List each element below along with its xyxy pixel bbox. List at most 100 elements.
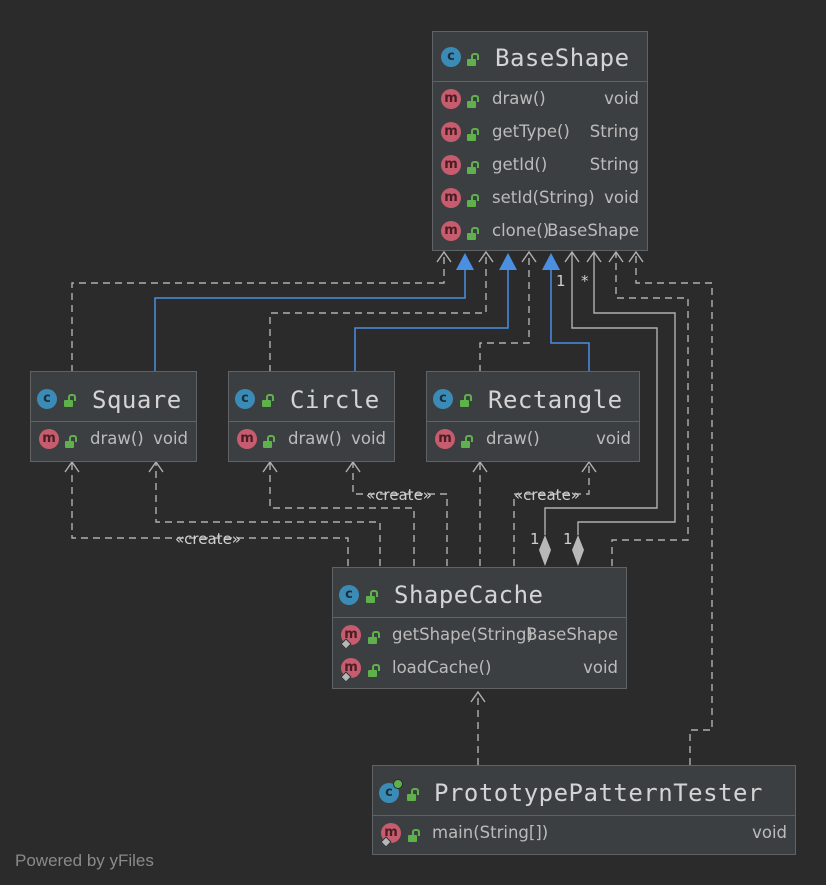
class-header: c BaseShape [433,32,647,82]
class-name: Circle [290,386,380,414]
public-lock-icon [368,664,380,677]
class-member[interactable]: m clone() BaseShape [433,214,647,247]
member-type: void [596,429,631,448]
public-lock-icon [366,590,378,603]
edge-shapecache-circle-dependency [269,462,415,566]
member-name: getId() [492,155,548,174]
edge-rectangle-baseshape-dependency [479,252,530,372]
method-icon: m [441,155,461,175]
class-icon: c [235,389,255,409]
method-icon: m [39,429,59,449]
method-icon: m [237,429,257,449]
composition-diamond [539,535,551,566]
public-lock-icon [467,128,479,141]
multiplicity-label: 1 [556,272,566,290]
member-name: loadCache() [392,658,492,677]
class-name: BaseShape [495,44,630,72]
public-lock-icon [461,435,473,448]
public-lock-icon [262,394,274,407]
edge-circle-baseshape-inheritance [354,270,509,372]
class-prototypepatterntester[interactable]: c PrototypePatternTester m main(String[]… [372,765,796,855]
member-name: setId(String) [492,188,595,207]
class-header: c Circle [229,372,394,422]
member-type: String [589,122,639,141]
class-member[interactable]: m draw() void [31,422,196,455]
member-type: void [583,658,618,677]
edge-shapecache-circle-create [352,462,448,566]
edge-label-create: «create» [175,530,241,548]
class-header: c Rectangle [427,372,639,422]
member-name: main(String[]) [432,823,549,842]
multiplicity-label: 1 [530,530,540,548]
public-lock-icon [64,394,76,407]
class-name: Rectangle [488,386,623,414]
member-type: BaseShape [547,221,639,240]
member-type: String [589,155,639,174]
member-name: clone() [492,221,550,240]
class-icon: c [339,585,359,605]
public-lock-icon [460,394,472,407]
edge-label-create: «create» [366,486,432,504]
class-member[interactable]: m getShape(String) BaseShape [333,618,626,651]
class-icon: c [441,47,461,67]
inheritance-arrowhead [542,253,560,270]
composition-diamond [572,535,584,566]
method-icon: m [441,221,461,241]
class-name: Square [92,386,182,414]
class-square[interactable]: c Square m draw() void [30,371,197,462]
class-member[interactable]: m draw() void [229,422,394,455]
class-member[interactable]: m draw() void [433,82,647,115]
method-icon: m [441,122,461,142]
member-type: BaseShape [526,625,618,644]
edge-label-create: «create» [514,486,580,504]
public-lock-icon [408,829,420,842]
multiplicity-label: * [581,272,589,290]
member-type: void [604,188,639,207]
member-name: draw() [492,89,546,108]
class-member[interactable]: m loadCache() void [333,651,626,684]
class-baseshape[interactable]: c BaseShape m draw() void m getType() St… [432,31,648,251]
edge-shapecache-rectangle-create [513,462,590,566]
member-type: void [752,823,787,842]
class-name: ShapeCache [394,581,544,609]
public-lock-icon [368,631,380,644]
public-lock-icon [467,95,479,108]
runnable-marker-icon [393,779,403,789]
class-member[interactable]: m setId(String) void [433,181,647,214]
class-header: c Square [31,372,196,422]
class-shapecache[interactable]: c ShapeCache m getShape(String) BaseShap… [332,567,627,689]
class-icon: c [37,389,57,409]
member-type: void [153,429,188,448]
public-lock-icon [263,435,275,448]
edge-tester-baseshape-dependency [635,252,713,765]
public-lock-icon [467,53,479,66]
class-name: PrototypePatternTester [434,779,763,807]
public-lock-icon [65,435,77,448]
method-icon: m [435,429,455,449]
edge-rectangle-baseshape-inheritance [550,270,590,372]
edge-circle-baseshape-dependency [269,252,487,372]
edge-shapecache-baseshape-composition-one [544,252,658,535]
member-type: void [604,89,639,108]
class-member[interactable]: m draw() void [427,422,639,455]
public-lock-icon [407,788,419,801]
class-member[interactable]: m getId() String [433,148,647,181]
class-rectangle[interactable]: c Rectangle m draw() void [426,371,640,462]
method-icon: m [441,89,461,109]
class-header: c PrototypePatternTester [373,766,795,816]
method-icon: m [441,188,461,208]
class-icon: c [433,389,453,409]
edge-square-baseshape-inheritance [154,270,466,372]
class-member[interactable]: m main(String[]) void [373,816,795,849]
public-lock-icon [467,227,479,240]
member-name: draw() [288,429,342,448]
edge-shapecache-baseshape-dependency [611,252,689,566]
edge-square-baseshape-dependency [71,252,445,372]
edge-shapecache-square-dependency [155,462,381,566]
member-name: getType() [492,122,570,141]
public-lock-icon [467,194,479,207]
edge-shapecache-baseshape-composition-many [577,252,676,535]
public-lock-icon [467,161,479,174]
class-circle[interactable]: c Circle m draw() void [228,371,395,462]
class-member[interactable]: m getType() String [433,115,647,148]
